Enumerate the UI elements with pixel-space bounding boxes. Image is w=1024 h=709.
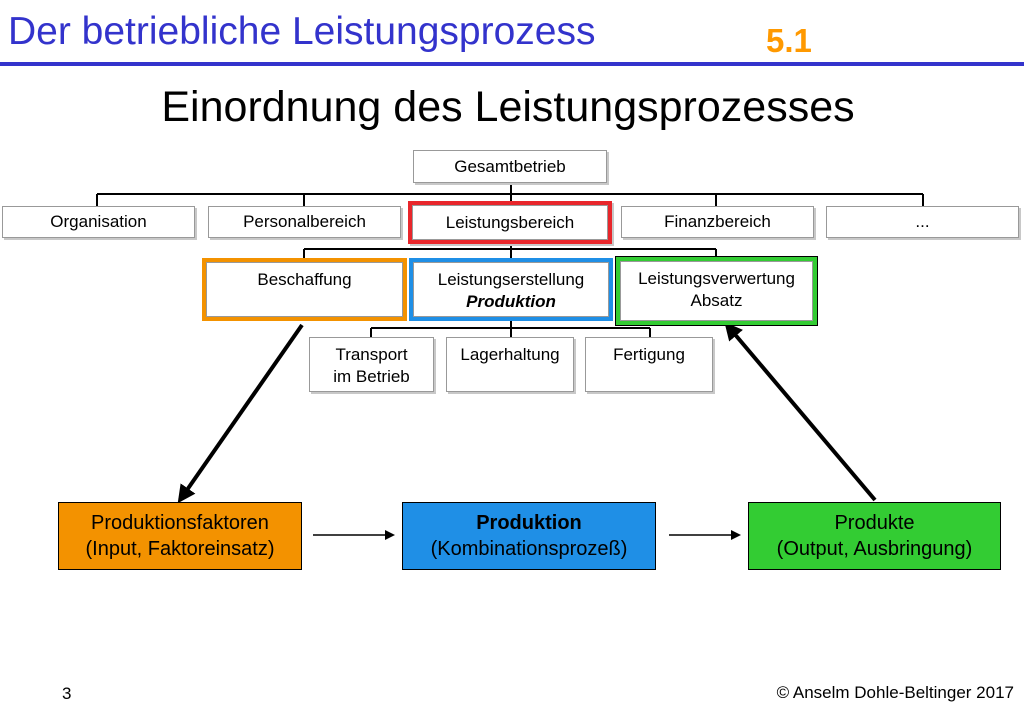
flow-box-produkte: Produkte (Output, Ausbringung): [748, 502, 1001, 570]
slide-title: Einordnung des Leistungsprozesses: [161, 83, 855, 131]
org-box-transport: Transport im Betrieb: [309, 337, 434, 392]
org-box-finanzbereich: Finanzbereich: [621, 206, 814, 238]
header-divider: [0, 62, 1024, 66]
org-label-absatz: Absatz: [690, 291, 743, 310]
org-label-beschaffung: Beschaffung: [257, 270, 352, 289]
section-number: 5.1: [766, 22, 812, 59]
flow-label-produkte: Produkte: [834, 512, 915, 534]
flow-label-input: (Input, Faktoreinsatz): [85, 538, 275, 560]
org-box-fertigung: Fertigung: [585, 337, 713, 392]
flow-label-produktionsfaktoren: Produktionsfaktoren: [91, 512, 269, 534]
flow-label-produktion: Produktion: [476, 512, 582, 534]
org-label-fertigung: Fertigung: [613, 345, 685, 364]
org-box-beschaffung: Beschaffung: [202, 258, 407, 321]
org-label-lagerhaltung: Lagerhaltung: [460, 345, 560, 364]
org-label-leistungserstellung: Leistungserstellung: [437, 270, 585, 289]
flow-box-produktionsfaktoren: Produktionsfaktoren (Input, Faktoreinsat…: [58, 502, 302, 570]
org-box-leistungserstellung: Leistungserstellung Produktion: [409, 258, 613, 321]
org-label-gesamtbetrieb: Gesamtbetrieb: [454, 156, 566, 176]
org-label-personalbereich: Personalbereich: [243, 212, 366, 231]
org-box-organisation: Organisation: [2, 206, 195, 238]
flow-box-produktion: Produktion (Kombinationsprozeß): [402, 502, 656, 570]
org-label-im-betrieb: im Betrieb: [333, 367, 410, 386]
org-box-gesamtbetrieb: Gesamtbetrieb: [413, 150, 607, 183]
org-label-organisation: Organisation: [50, 212, 147, 231]
flow-label-output: (Output, Ausbringung): [776, 538, 973, 560]
org-box-leistungsverwertung: Leistungsverwertung Absatz: [615, 256, 818, 326]
org-box-ellipsis: ...: [826, 206, 1019, 238]
org-label-ellipsis: ...: [915, 212, 930, 231]
org-label-leistungsverwertung: Leistungsverwertung: [638, 269, 795, 288]
org-box-personalbereich: Personalbereich: [208, 206, 401, 238]
org-label-transport: Transport: [335, 345, 408, 364]
org-box-leistungsbereich: Leistungsbereich: [408, 201, 612, 244]
org-label-leistungsbereich: Leistungsbereich: [445, 212, 575, 232]
org-label-finanzbereich: Finanzbereich: [664, 212, 771, 231]
flow-label-kombinationsprozess: (Kombinationsprozeß): [430, 538, 628, 560]
copyright-notice: © Anselm Dohle-Beltinger 2017: [776, 683, 1014, 702]
header-title: Der betriebliche Leistungsprozess: [8, 10, 596, 53]
page-number: 3: [62, 684, 72, 703]
org-label-produktion: Produktion: [466, 292, 556, 311]
org-box-lagerhaltung: Lagerhaltung: [446, 337, 574, 392]
